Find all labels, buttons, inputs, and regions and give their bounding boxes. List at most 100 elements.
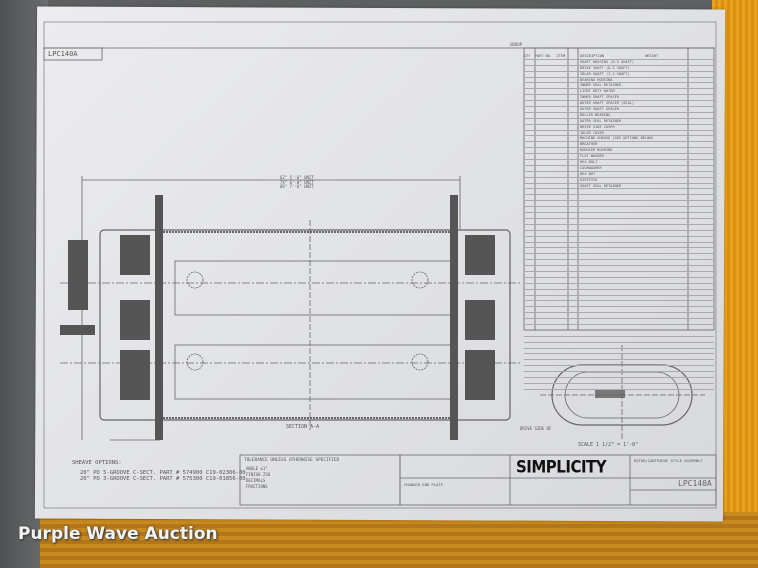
parts-row-illegible [524, 349, 714, 355]
parts-row: SHAFT HOUSING (D.S SHAFT) [524, 60, 714, 66]
simplicity-logo: SIMPLICITY [516, 457, 607, 477]
part-description: LIGHT DUTY ROTOR [580, 89, 615, 94]
part-description: LOCKWASHER [580, 165, 602, 170]
wood-table-background [40, 512, 758, 568]
sheave-option: 20" PD 3-GROOVE C-SECT. PART # 575300 C1… [80, 476, 246, 482]
part-description: ROLLER BEARING [580, 112, 611, 117]
revision-note: CHANGED END PLATE [404, 482, 443, 487]
parts-row: IDLER COVER [524, 131, 714, 137]
parts-row: DRIVE SHAFT (D.S SHAFT) [524, 66, 714, 72]
part-description: INNER SHAFT SPACER [580, 95, 619, 100]
part-description: SHAFT HOUSING (D.S SHAFT) [580, 59, 635, 64]
header-weight: WEIGHT [645, 54, 659, 58]
part-description: DIPSTICK [580, 177, 598, 182]
tolerance-row: FRACTIONS [246, 484, 268, 489]
parts-row-illegible [524, 248, 714, 255]
part-description: FLAT WASHER [580, 154, 604, 159]
part-description: OUTER SHAFT SPACER (SEAL) [580, 101, 635, 106]
drawing-number-title-block: LPC140A [678, 479, 712, 488]
parts-row: DRIVE SIDE COVER [524, 125, 714, 131]
parts-row: OUTER SHAFT SPACER [524, 107, 714, 113]
parts-row-illegible [524, 213, 714, 219]
title-block [399, 454, 717, 506]
parts-row-illegible [524, 266, 714, 272]
part-description: REDUCER BUSHING [580, 148, 613, 153]
scale-label: SCALE 1 1/2" = 1'-0" [578, 442, 639, 448]
tolerance-row: ANGLE ±1° [246, 466, 268, 471]
parts-row-illegible [524, 284, 714, 290]
parts-row: IDLER SHAFT (I.S SHAFT) [524, 72, 714, 78]
sheave-options-list: 20" PD 5-GROOVE C-SECT. PART # 574900 C1… [80, 470, 246, 482]
sheave-option: 20" PD 5-GROOVE C-SECT. PART # 574900 C1… [80, 470, 246, 476]
parts-row-illegible [524, 313, 714, 320]
header-part-no: PART NO. [534, 54, 553, 58]
parts-row: ROLLER BEARING [524, 113, 714, 119]
part-description: OUTER SEAL RETAINER [580, 118, 622, 123]
header-qty: QTY [524, 54, 531, 58]
parts-row: OUTER SHAFT SPACER (SEAL) [524, 101, 714, 108]
bearing-assemblies [60, 195, 495, 440]
tolerance-row: DECIMALS [246, 478, 266, 483]
parts-row-illegible [524, 372, 714, 378]
part-description: MACHINE SHEAVE (SEE OPTIONS BELOW) [580, 136, 654, 141]
tolerance-rows: ANGLE ±1° FINISH 250 DECIMALS FRACTIONS [246, 466, 270, 490]
parts-row: MACHINE SHEAVE (SEE OPTIONS BELOW) [524, 136, 714, 143]
parts-row-illegible [524, 254, 714, 261]
drawing-title: ROTOR/CARTRIDGE STYLE ASSEMBLY [634, 458, 703, 463]
parts-row: SHAFT SEAL RETAINER [524, 184, 714, 190]
parts-row-illegible [524, 243, 714, 249]
parts-row-illegible [524, 384, 714, 390]
parts-row-illegible [524, 189, 714, 196]
dimension-label: 86" 7'-6" UNIT [280, 184, 314, 189]
parts-row-illegible [524, 337, 714, 343]
part-description: OUTER SHAFT SPACER [580, 107, 619, 112]
part-description: INNER SEAL RETAINER [580, 83, 622, 88]
part-description: HEX NUT [580, 171, 596, 176]
parts-row: HEX BOLT [524, 160, 714, 166]
part-description: IDLER COVER [580, 130, 604, 135]
rotor-section-drawing [60, 176, 520, 441]
parts-row-illegible [524, 225, 714, 231]
part-description: SHAFT SEAL RETAINER [580, 183, 622, 188]
parts-row-illegible [524, 319, 714, 325]
group-label: GROUP [510, 42, 523, 47]
parts-row: FLAT WASHER [524, 154, 714, 161]
parts-row-illegible [524, 219, 714, 225]
parts-row-illegible [524, 290, 714, 296]
drive-side-label: DRIVE SIDE OF [520, 426, 552, 431]
part-description: BEARING HOUSING [580, 77, 613, 82]
part-description: HEX BOLT [580, 160, 598, 165]
part-description: DRIVE SHAFT (D.S SHAFT) [580, 65, 630, 70]
section-label: SECTION A-A [286, 424, 320, 430]
part-description: DRIVE SIDE COVER [580, 124, 615, 129]
tolerance-row: FINISH 250 [246, 472, 271, 477]
parts-row-illegible [524, 343, 714, 349]
parts-row-illegible [524, 307, 714, 314]
parts-row: LIGHT DUTY ROTOR [524, 89, 714, 96]
parts-row: DIPSTICK [524, 178, 714, 184]
part-description: IDLER SHAFT (I.S SHAFT) [580, 71, 630, 76]
parts-row-illegible [524, 325, 714, 331]
parts-row: INNER SHAFT SPACER [524, 95, 714, 102]
parts-row-illegible [524, 231, 714, 237]
parts-row: BEARING HOUSING [524, 78, 714, 84]
parts-row-illegible [524, 360, 714, 367]
parts-row: OUTER SEAL RETAINER [524, 119, 714, 125]
parts-row-illegible [524, 378, 714, 384]
dimension-labels: 62" 5'-6" UNIT 74" 6'-0" UNIT 86" 7'-6" … [280, 175, 314, 190]
parts-row-illegible [524, 201, 714, 208]
parts-list: QTY PART NO. ITEM DESCRIPTION WEIGHT SHA… [524, 54, 714, 390]
parts-row-illegible [524, 354, 714, 361]
parts-row-illegible [524, 237, 714, 243]
parts-row-illegible [524, 296, 714, 302]
parts-row-illegible [524, 366, 714, 373]
sheet-border [43, 21, 717, 509]
parts-row-illegible [524, 195, 714, 202]
parts-row-illegible [524, 272, 714, 278]
sheave-options-title: SHEAVE OPTIONS: [72, 460, 122, 466]
header-description: DESCRIPTION [580, 54, 605, 58]
dimension-label: 74" 6'-0" UNIT [280, 179, 314, 185]
header-item: ITEM [556, 54, 566, 58]
parts-row: LOCKWASHER [524, 166, 714, 172]
dimension-label: 62" 5'-6" UNIT [280, 175, 314, 180]
